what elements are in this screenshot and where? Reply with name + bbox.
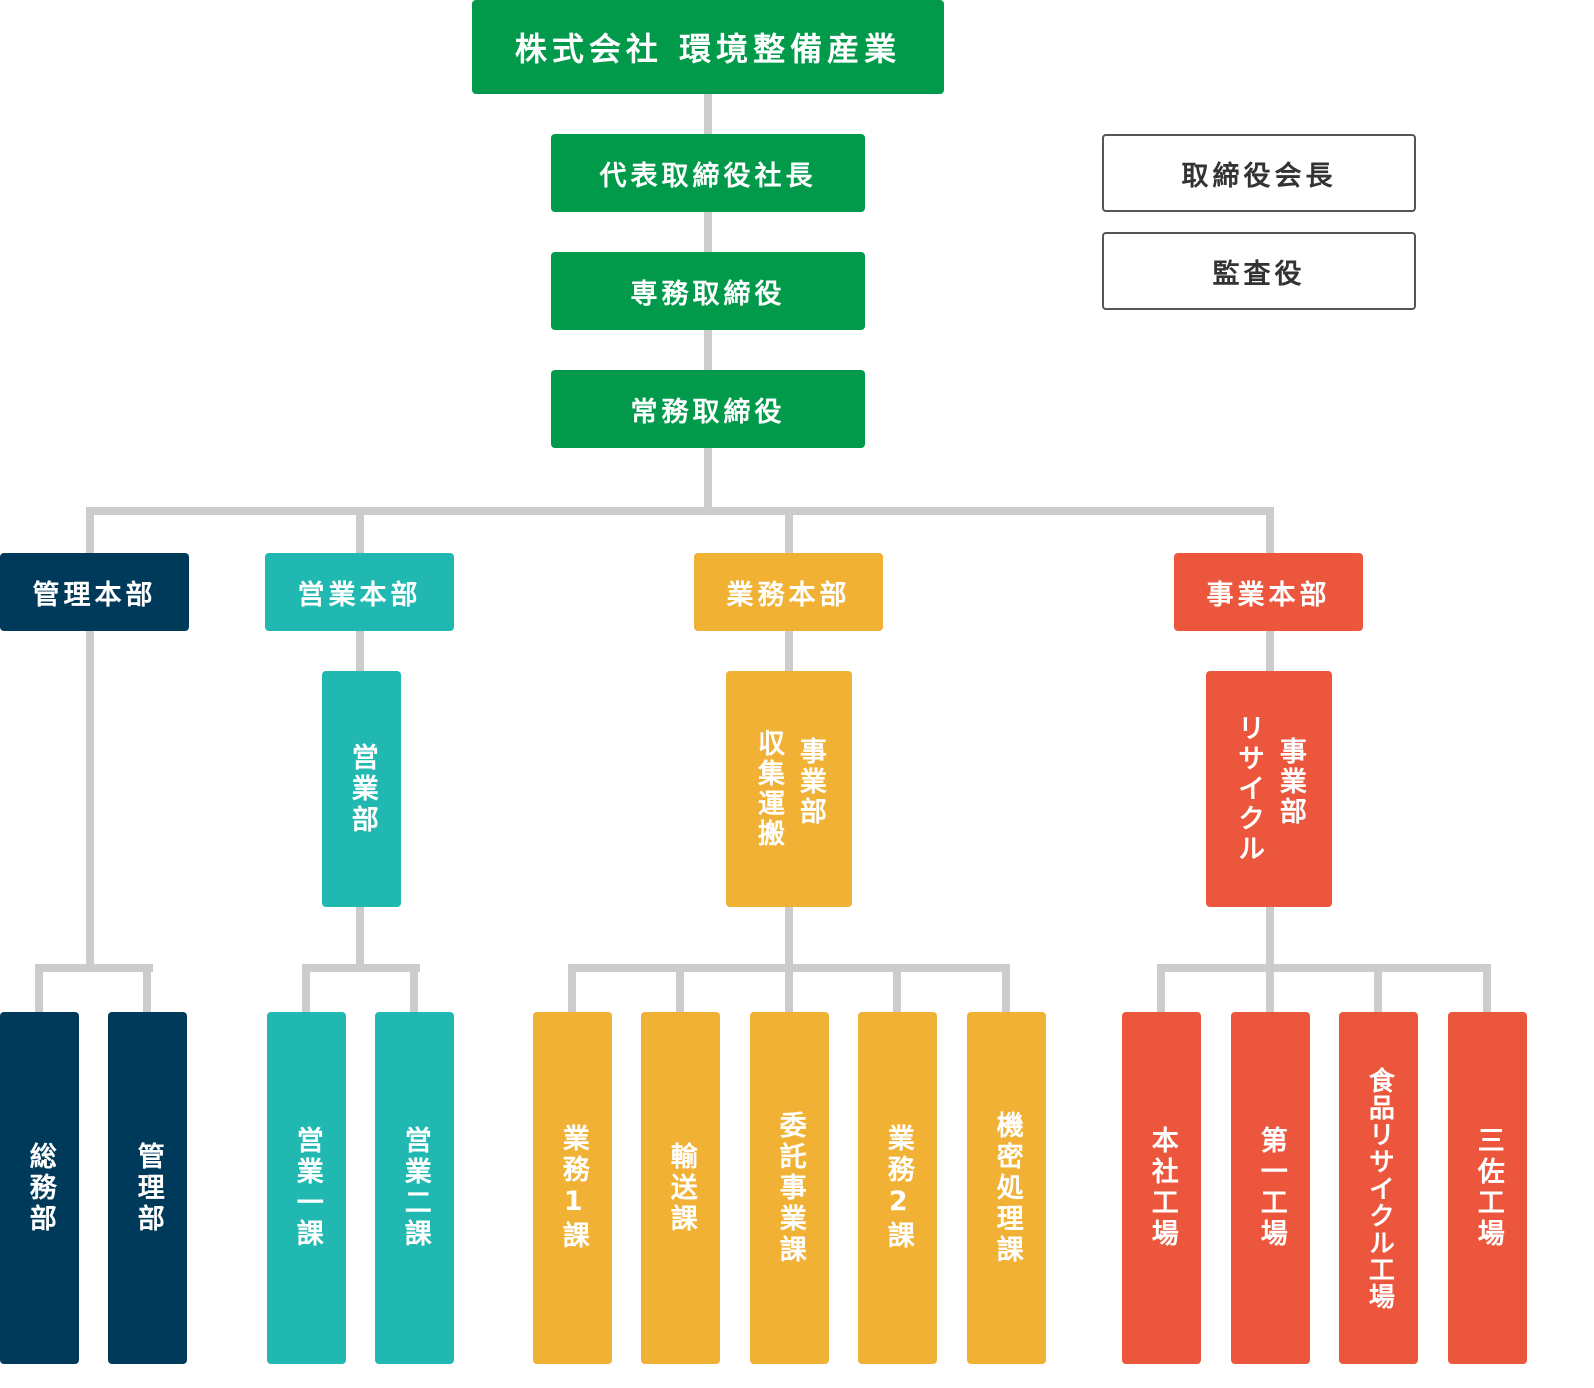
connector-jigyo-drop: [1266, 507, 1274, 555]
connector-gyomu-down1: [785, 630, 793, 674]
connector-kanri-s2: [143, 964, 151, 1014]
connector-jigyo-bus: [1157, 964, 1491, 972]
connector-eigyo-s2: [410, 964, 418, 1014]
division-kanri-label: 管理本部: [32, 579, 157, 611]
connector-jigyo-down1: [1266, 630, 1274, 674]
section-box: 業務1課: [533, 1012, 612, 1364]
section-label: 機密処理課: [991, 1110, 1023, 1266]
division-eigyo-label: 営業本部: [297, 579, 422, 611]
senior-managing-box: 専務取締役: [551, 252, 865, 330]
section-box: 輸送課: [641, 1012, 720, 1364]
managing-box: 常務取締役: [551, 370, 865, 448]
section-label: 営業二課: [399, 1126, 431, 1250]
section-label: 営業一課: [291, 1126, 323, 1250]
section-label: 食品リサイクル工場: [1364, 1066, 1395, 1310]
section-box: 管理部: [108, 1012, 187, 1364]
section-box: 本社工場: [1122, 1012, 1201, 1364]
section-label: 管理部: [132, 1141, 164, 1235]
section-label: 業務2課: [882, 1124, 914, 1252]
department-jigyo-label: リサイクル: [1233, 714, 1264, 864]
section-box: 総務部: [0, 1012, 79, 1364]
connector-jigyo-s1: [1157, 964, 1165, 1014]
connector-gyomu-s5: [1002, 964, 1010, 1014]
department-eigyo-label: 営業部: [346, 742, 378, 836]
division-gyomu-box: 業務本部: [694, 553, 883, 631]
connector-jigyo-s4: [1483, 964, 1491, 1014]
connector-kanri-drop: [86, 507, 94, 555]
senior-managing-label: 専務取締役: [630, 278, 786, 310]
division-kanri-box: 管理本部: [0, 553, 189, 631]
section-box: 業務2課: [858, 1012, 937, 1364]
division-gyomu-label: 業務本部: [726, 579, 851, 611]
managing-label: 常務取締役: [630, 396, 786, 428]
department-jigyo-box: リサイクル 事業部: [1206, 671, 1332, 907]
connector-eigyo-bus: [302, 964, 420, 972]
division-jigyo-label: 事業本部: [1206, 579, 1331, 611]
department-gyomu-box: 収集運搬 事業部: [726, 671, 852, 907]
connector-eigyo-drop: [356, 507, 364, 555]
section-box: 営業一課: [267, 1012, 346, 1364]
section-box: 営業二課: [375, 1012, 454, 1364]
connector-eigyo-down2: [356, 905, 364, 970]
connector-jigyo-s3: [1374, 964, 1382, 1014]
connector-kanri-s1: [35, 964, 43, 1014]
section-box: 食品リサイクル工場: [1339, 1012, 1418, 1364]
company-box: 株式会社 環境整備産業: [472, 0, 944, 94]
connector-eigyo-down1: [356, 630, 364, 674]
section-box: 委託事業課: [750, 1012, 829, 1364]
department-eigyo-box: 営業部: [322, 671, 401, 907]
connector-jigyo-s2: [1266, 964, 1274, 1014]
president-label: 代表取締役社長: [599, 160, 817, 192]
connector-gyomu-s3: [785, 964, 793, 1014]
section-box: 第一工場: [1231, 1012, 1310, 1364]
connector-gyomu-down2: [785, 905, 793, 970]
chairman-box: 取締役会長: [1102, 134, 1416, 212]
section-label: 委託事業課: [774, 1110, 806, 1266]
section-label: 総務部: [24, 1141, 56, 1235]
connector-kanri-down: [86, 630, 94, 970]
chairman-label: 取締役会長: [1181, 160, 1337, 192]
division-eigyo-box: 営業本部: [265, 553, 454, 631]
auditor-box: 監査役: [1102, 232, 1416, 310]
company-name: 株式会社 環境整備産業: [514, 30, 902, 68]
connector-eigyo-s1: [302, 964, 310, 1014]
section-box: 機密処理課: [967, 1012, 1046, 1364]
auditor-label: 監査役: [1212, 258, 1306, 290]
connector-division-bus: [86, 507, 1274, 515]
connector-gyomu-s1: [568, 964, 576, 1014]
section-label: 業務1課: [557, 1124, 589, 1252]
section-label: 三佐工場: [1472, 1126, 1504, 1250]
section-label: 輸送課: [665, 1141, 697, 1235]
department-gyomu-label: 収集運搬: [753, 729, 784, 849]
department-jigyo-label-2: 事業部: [1274, 737, 1306, 827]
section-label: 本社工場: [1146, 1126, 1178, 1250]
connector-jigyo-down2: [1266, 905, 1274, 970]
division-jigyo-box: 事業本部: [1174, 553, 1363, 631]
connector-kanri-bus: [35, 964, 153, 972]
section-label: 第一工場: [1255, 1126, 1287, 1250]
president-box: 代表取締役社長: [551, 134, 865, 212]
section-box: 三佐工場: [1448, 1012, 1527, 1364]
connector-gyomu-drop: [785, 507, 793, 555]
connector-gyomu-s2: [676, 964, 684, 1014]
department-gyomu-label-2: 事業部: [794, 737, 826, 827]
connector-gyomu-s4: [893, 964, 901, 1014]
